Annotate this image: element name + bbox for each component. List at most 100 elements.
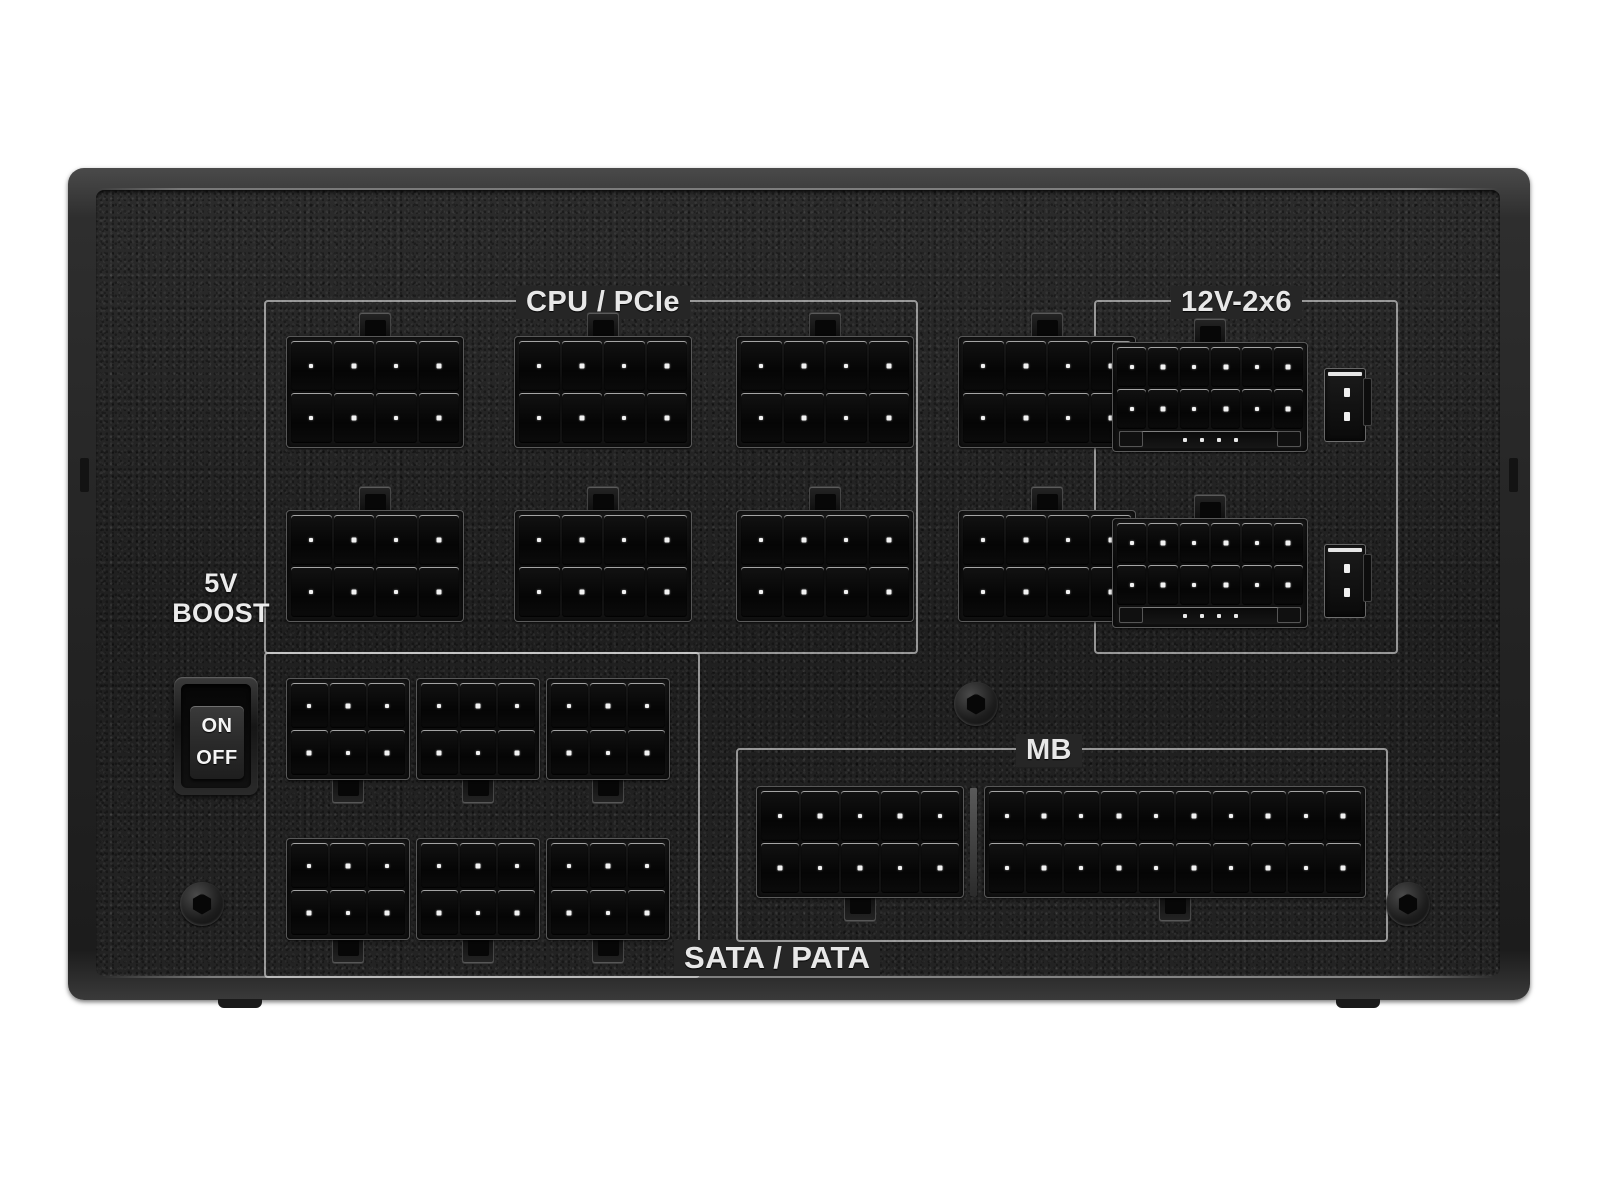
connector-pin: [333, 515, 374, 565]
aux-connector-pin: [1344, 564, 1350, 573]
connector-pin: [783, 393, 824, 443]
connector-pin: [498, 843, 535, 888]
connector-pin: [333, 393, 374, 443]
connector-sata-pata-6pin[interactable]: [286, 678, 410, 804]
chassis-screw-bottom-left: [180, 882, 224, 926]
connector-pin: [1325, 791, 1361, 841]
connector-pin: [1026, 791, 1062, 841]
connector-pin: [368, 683, 405, 728]
section-label-mb: MB: [1016, 734, 1082, 767]
connector-latch-tab-icon: [592, 937, 624, 964]
connector-sata-pata-6pin[interactable]: [416, 678, 540, 804]
connector-pin: [1101, 843, 1137, 893]
aux-connector-housing: [1324, 544, 1366, 618]
connector-pin: [628, 890, 665, 935]
connector-sata-pata-6pin[interactable]: [546, 838, 670, 964]
connector-pin: [989, 791, 1025, 841]
connector-sata-pata-6pin[interactable]: [416, 838, 540, 964]
psu-chassis: CPU / PCIe 12V-2x6 SATA / PATA MB 5V BOO…: [68, 168, 1530, 1008]
connector-cpu-pcie-8pin[interactable]: [514, 312, 692, 448]
connector-sata-pata-6pin[interactable]: [286, 838, 410, 964]
connector-pin: [1117, 389, 1147, 429]
connector-pin: [741, 341, 782, 391]
connector-housing: [1112, 342, 1308, 452]
connector-mb-20pin[interactable]: [984, 786, 1366, 922]
connector-pin: [329, 843, 367, 888]
connector-housing: [286, 678, 410, 780]
aux-connector-housing: [1324, 368, 1366, 442]
connector-pin: [551, 730, 588, 775]
connector-latch-tab-icon: [844, 895, 876, 922]
connector-cpu-pcie-8pin[interactable]: [736, 312, 914, 448]
connector-pin: [761, 791, 799, 841]
connector-cpu-pcie-8pin[interactable]: [736, 486, 914, 622]
connector-pin: [1242, 523, 1272, 563]
connector-pin: [418, 515, 459, 565]
connector-pin: [589, 683, 627, 728]
switch-off-label: OFF: [196, 747, 238, 769]
connector-pin-grid: [519, 515, 687, 617]
sideband-end-block: [1277, 431, 1301, 447]
connector-sata-pata-6pin[interactable]: [546, 678, 670, 804]
connector-pin: [1005, 567, 1046, 617]
connector-pin: [1179, 389, 1209, 429]
aux-connector-side-block: [1363, 378, 1372, 426]
connector-pin: [868, 515, 909, 565]
connector-pin: [1273, 347, 1303, 387]
connector-pin: [1138, 843, 1174, 893]
connector-12v-2x6-16pin[interactable]: [1112, 494, 1308, 628]
connector-pin: [963, 393, 1004, 443]
connector-cpu-pcie-8pin[interactable]: [514, 486, 692, 622]
connector-pin: [604, 393, 645, 443]
connector-pin: [1063, 843, 1100, 893]
connector-pin: [329, 683, 367, 728]
connector-pin: [1179, 523, 1209, 563]
5v-boost-switch[interactable]: ON OFF: [174, 677, 258, 795]
connector-cpu-pcie-8pin[interactable]: [958, 486, 1136, 622]
connector-latch-tab-icon: [1031, 486, 1063, 513]
connector-pin: [421, 683, 458, 728]
connector-cpu-pcie-8pin[interactable]: [286, 312, 464, 448]
connector-pin: [1250, 791, 1287, 841]
connector-pin: [1176, 843, 1212, 893]
connector-cpu-pcie-8pin[interactable]: [958, 312, 1136, 448]
connector-pin-grid: [963, 515, 1131, 617]
connector-pin: [1325, 843, 1361, 893]
connector-latch-tab-icon: [587, 312, 619, 339]
switch-rocker[interactable]: ON OFF: [190, 706, 244, 779]
connector-pin: [761, 843, 799, 893]
connector-mb-10pin[interactable]: [756, 786, 964, 922]
connector-pin: [589, 843, 627, 888]
sideband-end-block: [1119, 607, 1143, 623]
sideband-pin: [1199, 438, 1204, 442]
connector-pin: [1211, 347, 1241, 387]
connector-pin: [459, 683, 497, 728]
connector-latch-tab-icon: [462, 777, 494, 804]
chassis-foot-left: [218, 999, 262, 1008]
connector-latch-tab-icon: [359, 312, 391, 339]
connector-pin: [561, 341, 602, 391]
connector-pin: [1138, 791, 1174, 841]
connector-housing: [546, 838, 670, 940]
connector-pin: [561, 567, 602, 617]
connector-housing: [984, 786, 1366, 898]
connector-pin: [333, 341, 374, 391]
connector-housing: [736, 510, 914, 622]
connector-12v-2x6-16pin[interactable]: [1112, 318, 1308, 452]
connector-pin: [1176, 791, 1212, 841]
connector-pin: [1048, 341, 1089, 391]
connector-latch-tab-icon: [1159, 895, 1191, 922]
connector-pin: [291, 843, 328, 888]
connector-pin: [881, 843, 919, 893]
connector-pin: [376, 341, 417, 391]
connector-12v-aux-2pin[interactable]: [1324, 544, 1372, 618]
connector-pin: [1048, 515, 1089, 565]
connector-cpu-pcie-8pin[interactable]: [286, 486, 464, 622]
connector-12v-aux-2pin[interactable]: [1324, 368, 1372, 442]
chassis-bottom-highlight: [102, 976, 1494, 978]
connector-pin: [628, 843, 665, 888]
sideband-pin: [1216, 438, 1221, 442]
connector-housing: [286, 336, 464, 448]
connector-pin: [1026, 843, 1062, 893]
connector-pin: [826, 515, 867, 565]
